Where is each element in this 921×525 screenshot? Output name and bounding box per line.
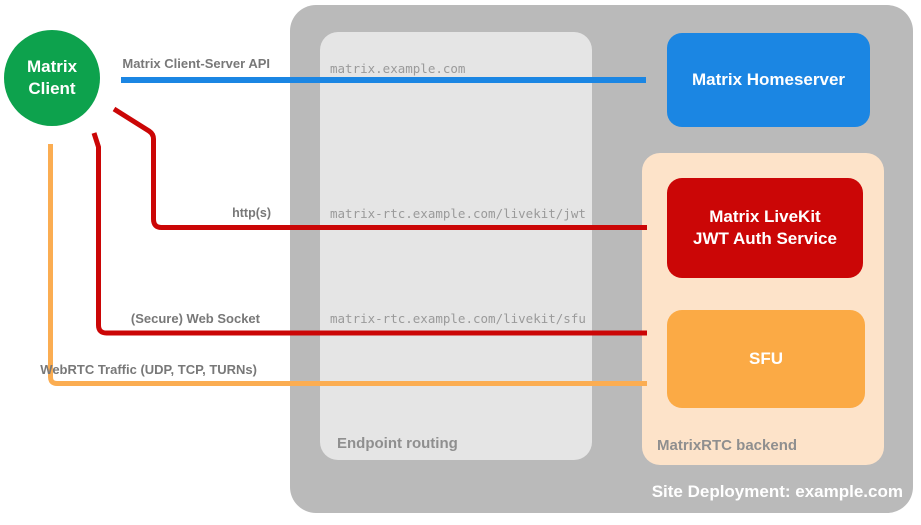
matrix-client-node: Matrix Client <box>4 30 100 126</box>
endpoint-routing-caption: Endpoint routing <box>337 435 458 452</box>
matrix-client-label-line1: Matrix <box>26 56 78 76</box>
webrtc-label: WebRTC Traffic (UDP, TCP, TURNs) <box>40 362 257 377</box>
websocket-label: (Secure) Web Socket <box>130 311 260 326</box>
jwt-auth-service-label-line2: JWT Auth Service <box>693 229 837 248</box>
jwt-auth-service-label-line1: Matrix LiveKit <box>709 206 821 226</box>
jwt-endpoint-url: matrix-rtc.example.com/livekit/jwt <box>330 206 586 221</box>
site-deployment-caption: Site Deployment: example.com <box>651 482 903 501</box>
matrixrtc-backend-caption: MatrixRTC backend <box>657 437 798 454</box>
matrix-homeserver-label: Matrix Homeserver <box>691 69 846 89</box>
sfu-endpoint-url: matrix-rtc.example.com/livekit/sfu <box>330 311 586 326</box>
matrix-homeserver-node: Matrix Homeserver <box>667 33 870 127</box>
sfu-node: SFU <box>667 310 865 408</box>
https-label: http(s) <box>232 206 271 220</box>
homeserver-endpoint-url: matrix.example.com <box>330 61 466 76</box>
jwt-auth-service-node: Matrix LiveKit JWT Auth Service <box>667 178 863 278</box>
sfu-label: SFU <box>749 348 783 368</box>
endpoint-routing-panel: Endpoint routing <box>320 32 592 460</box>
matrix-client-label-line2: Client <box>28 79 76 98</box>
client-server-api-label: Matrix Client-Server API <box>122 56 270 71</box>
